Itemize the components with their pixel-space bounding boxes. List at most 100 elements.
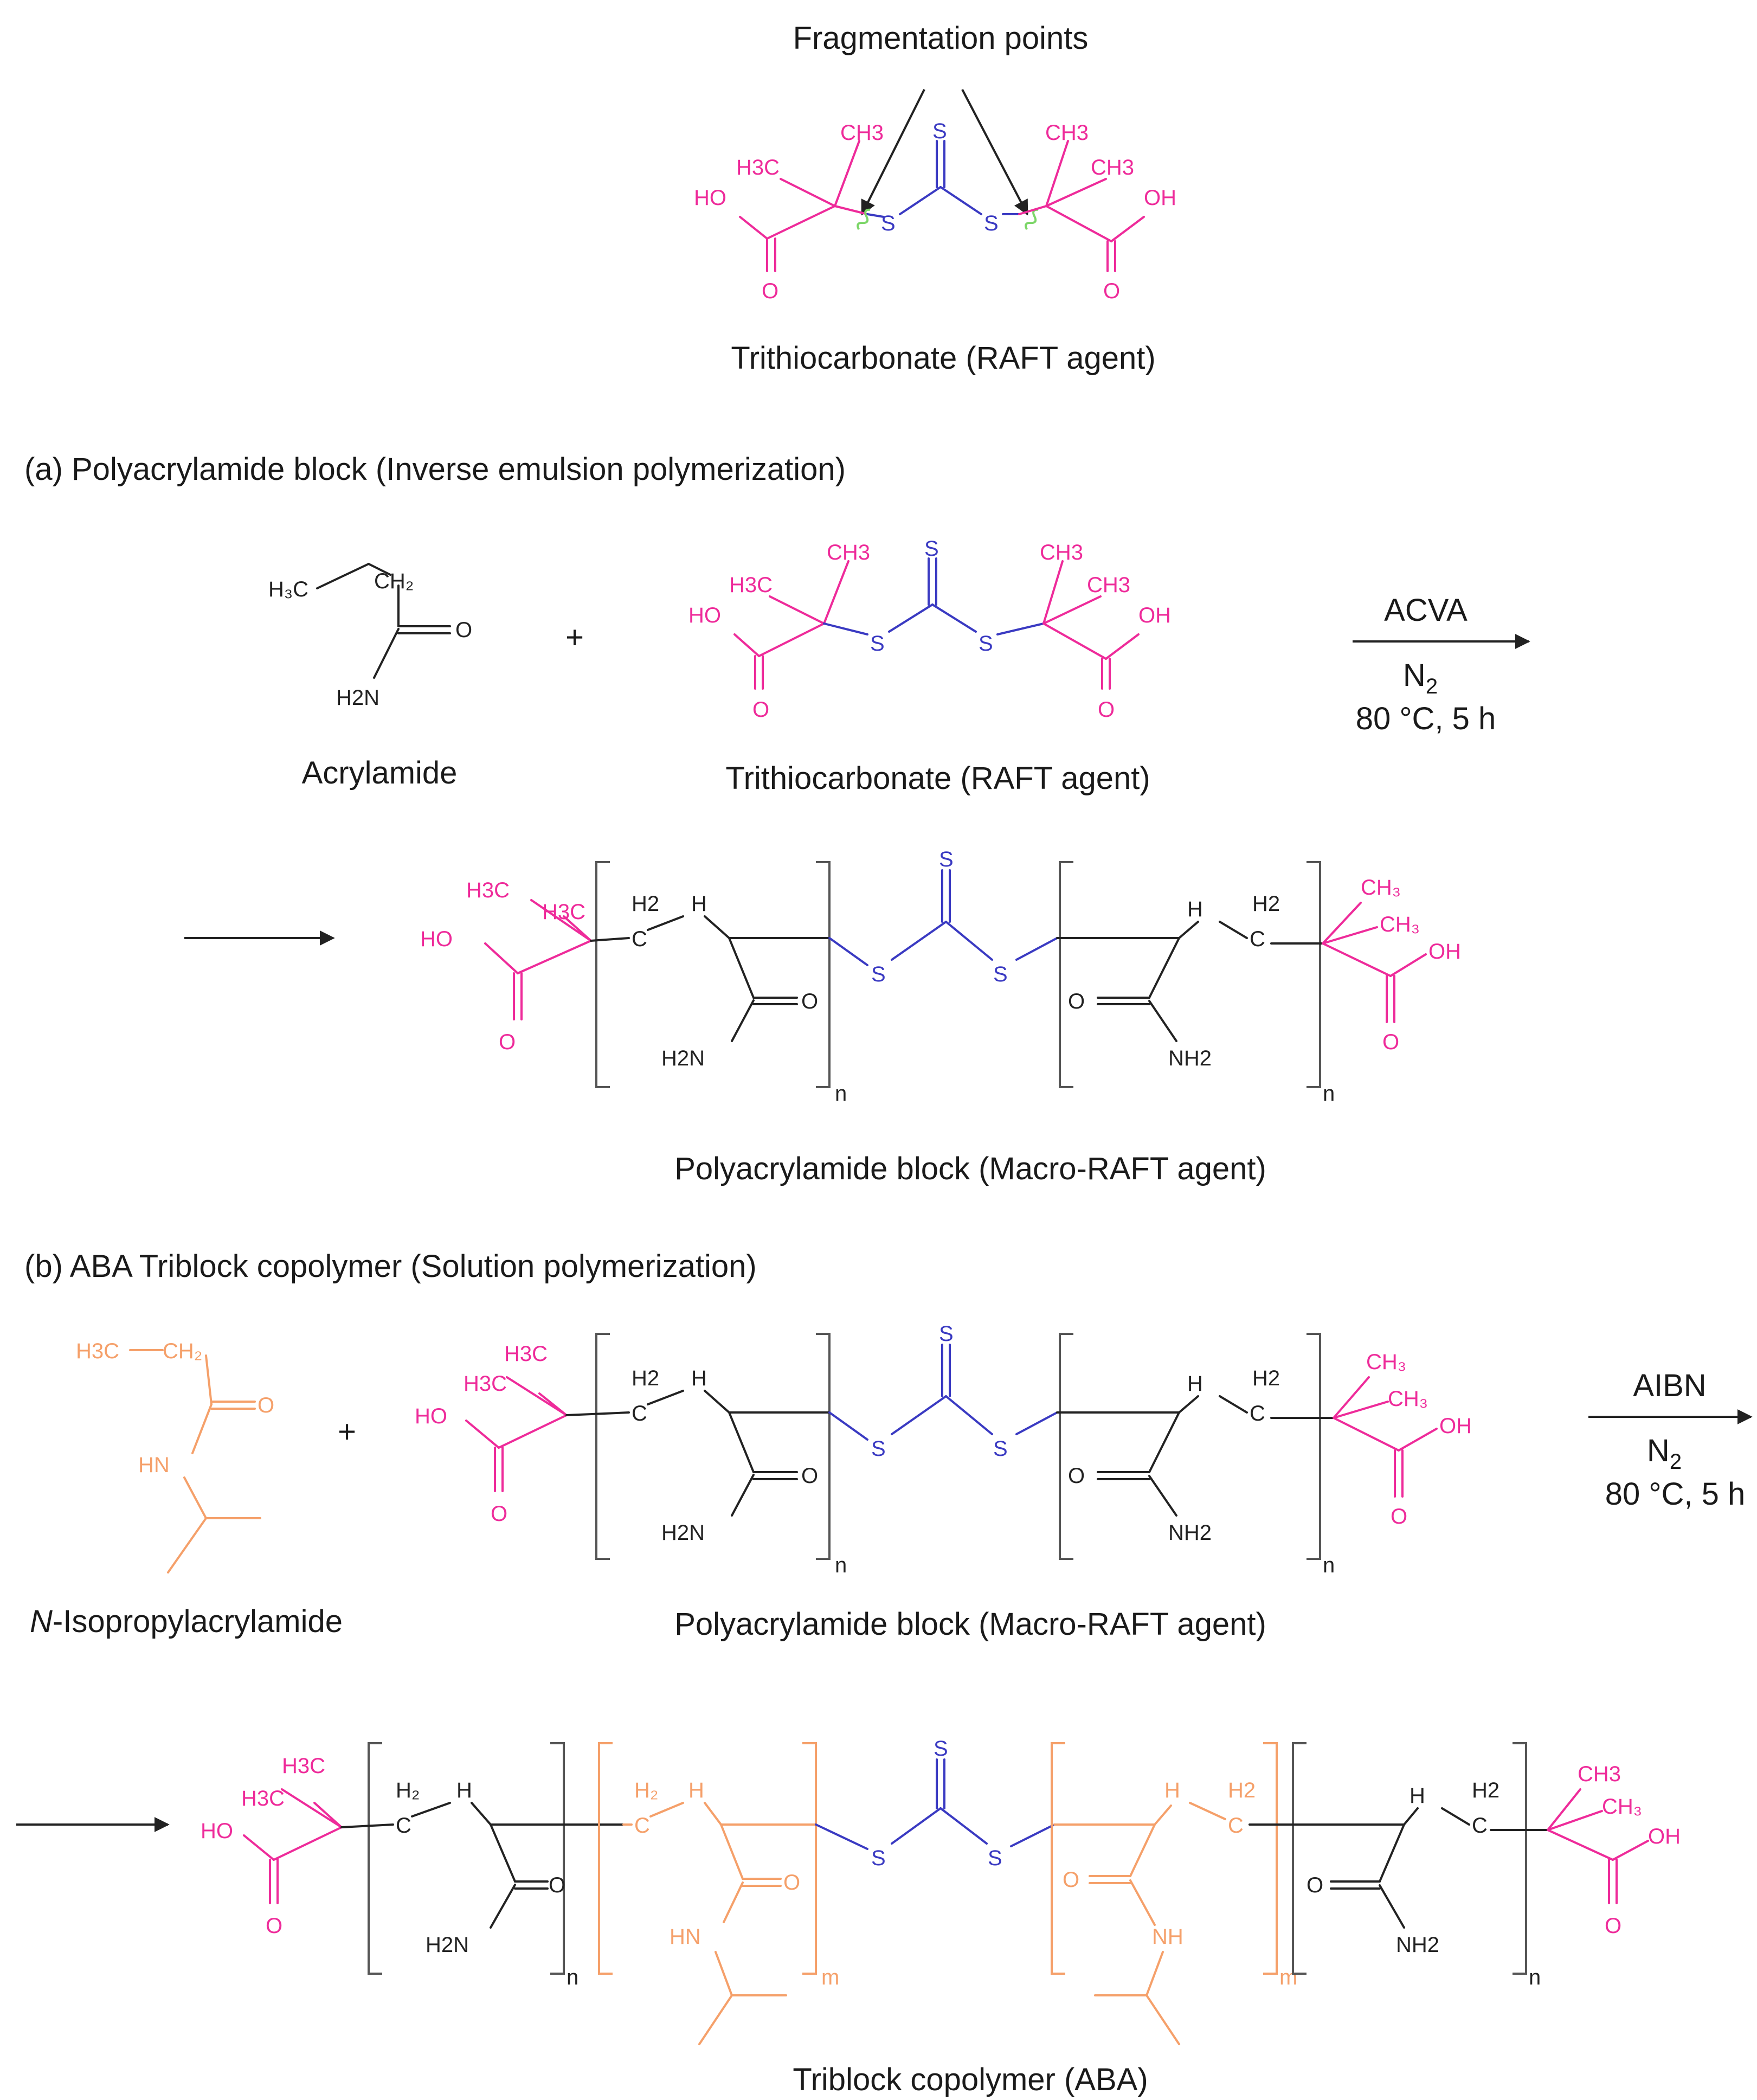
atom-h: H (456, 1778, 472, 1802)
atom-c: C (634, 1814, 650, 1838)
atom-h2: H₂ (634, 1778, 658, 1802)
temp-time-b: 80 °C, 5 h (1605, 1476, 1746, 1512)
atom-o: O (752, 698, 769, 722)
atom-ch2: CH₂ (163, 1339, 202, 1363)
section-b-heading: (b) ABA Triblock copolymer (Solution pol… (24, 1249, 757, 1284)
atom-h2: H₂ (396, 1778, 420, 1802)
reagent-acva: ACVA (1384, 593, 1468, 628)
atom-ch3: CH3 (1578, 1762, 1621, 1786)
atom-ch3: CH3 (840, 121, 884, 145)
macro-raft-agent-a: H3C H3C HO O n H2 C H O H2N (184, 847, 1461, 1106)
atom-s: S (979, 632, 993, 656)
atom-o: O (266, 1914, 282, 1938)
repeat-n: n (1323, 1553, 1335, 1577)
atom-o: O (783, 1871, 800, 1895)
atom-h3c: H3C (729, 573, 773, 597)
repeat-n: n (1323, 1082, 1335, 1106)
atom-ho: HO (694, 186, 726, 210)
atom-o: O (1382, 1030, 1399, 1054)
atom-ho: HO (688, 603, 721, 627)
atom-h3c: H3C (76, 1339, 119, 1363)
atom-c: C (632, 927, 647, 951)
atom-h: H (1187, 897, 1203, 921)
atom-s: S (988, 1846, 1002, 1870)
raft-agent-a: CH3 H3C HO O S S S CH3 CH3 OH O (688, 537, 1171, 722)
fragmentation-arrow-left (861, 89, 925, 216)
atom-o: O (1391, 1505, 1407, 1529)
atom-ho: HO (201, 1819, 233, 1843)
atom-s: S (870, 632, 885, 656)
atom-ch2: CH₂ (374, 569, 414, 593)
atom-hn: HN (138, 1453, 170, 1477)
atom-oh: OH (1648, 1825, 1681, 1848)
atom-c: C (396, 1814, 411, 1838)
atmosphere-n2: N2 (1403, 658, 1438, 698)
atom-nh2: NH2 (1168, 1046, 1212, 1070)
atom-h3c: H3C (542, 900, 585, 924)
atom-ch3: CH₃ (1388, 1387, 1428, 1411)
atom-c: C (1250, 1402, 1265, 1425)
atom-s: S (881, 211, 896, 235)
fragmentation-arrow-right (961, 89, 1028, 216)
repeat-n: n (835, 1082, 847, 1106)
atom-oh: OH (1439, 1414, 1472, 1438)
atom-s: S (924, 537, 939, 561)
atom-o: O (258, 1393, 274, 1417)
macro-raft-a-caption: Polyacrylamide block (Macro-RAFT agent) (674, 1151, 1266, 1186)
atom-h3c: H3C (736, 156, 780, 179)
macro-raft-b-caption: Polyacrylamide block (Macro-RAFT agent) (674, 1607, 1266, 1642)
atom-h3c: H3C (464, 1372, 507, 1396)
reaction-conditions-a: ACVA N2 80 °C, 5 h (1353, 593, 1530, 736)
plus-sign: + (565, 620, 584, 655)
section-a-heading: (a) Polyacrylamide block (Inverse emulsi… (24, 452, 846, 487)
atom-h3c: H3C (282, 1754, 325, 1778)
atom-h2: H2 (1228, 1778, 1256, 1802)
atom-o: O (1103, 279, 1120, 303)
acrylamide-caption: Acrylamide (302, 755, 458, 791)
temp-time-a: 80 °C, 5 h (1356, 701, 1496, 736)
atom-s: S (871, 962, 886, 986)
atom-h2: H2 (1472, 1778, 1499, 1802)
atom-o: O (1068, 990, 1085, 1013)
atom-h: H (691, 1366, 707, 1390)
atom-hn: HN (670, 1925, 701, 1949)
plus-sign: + (338, 1414, 356, 1449)
atom-h2n: H2N (336, 686, 379, 710)
atom-h2: H2 (1252, 1366, 1280, 1390)
atom-h3c: H3C (466, 878, 510, 902)
atom-c: C (1228, 1814, 1244, 1838)
atom-h2n: H2N (661, 1046, 705, 1070)
atom-h: H (1410, 1784, 1425, 1808)
atom-ch3: CH3 (1091, 156, 1134, 179)
atom-h: H (688, 1778, 704, 1802)
atom-h2: H2 (632, 1366, 659, 1390)
atom-ho: HO (420, 927, 453, 951)
atom-ch3: CH3 (1040, 541, 1083, 564)
atom-h2n: H2N (661, 1521, 705, 1545)
repeat-n: n (567, 1966, 578, 1989)
atom-h: H (1187, 1372, 1203, 1396)
atom-o: O (499, 1030, 516, 1054)
atom-o: O (1605, 1914, 1621, 1938)
atom-s: S (934, 1737, 948, 1761)
fragmentation-points-label: Fragmentation points (793, 21, 1089, 56)
triblock-copolymer: H3C H3C HO O n H₂ C H O H2N m (16, 1737, 1681, 2045)
reaction-conditions-b: AIBN N2 80 °C, 5 h (1588, 1368, 1753, 1512)
acrylamide-molecule: H₃C CH₂ O H2N (268, 563, 472, 710)
atom-o: O (1307, 1873, 1323, 1897)
atom-h3c: H3C (504, 1342, 548, 1366)
atom-o: O (491, 1502, 507, 1526)
atom-s: S (993, 962, 1008, 986)
atom-oh: OH (1428, 940, 1461, 964)
atom-s: S (984, 211, 999, 235)
atom-nh: NH (1152, 1925, 1183, 1949)
atom-o: O (1063, 1868, 1079, 1892)
nipam-caption: N-Isopropylacrylamide (30, 1604, 343, 1639)
atom-s: S (993, 1437, 1008, 1461)
atom-o: O (801, 990, 818, 1013)
repeat-n: n (835, 1553, 847, 1577)
atom-h: H (1164, 1778, 1180, 1802)
atom-s: S (939, 847, 954, 871)
atom-c: C (1472, 1814, 1488, 1838)
atmosphere-n2: N2 (1647, 1433, 1682, 1474)
